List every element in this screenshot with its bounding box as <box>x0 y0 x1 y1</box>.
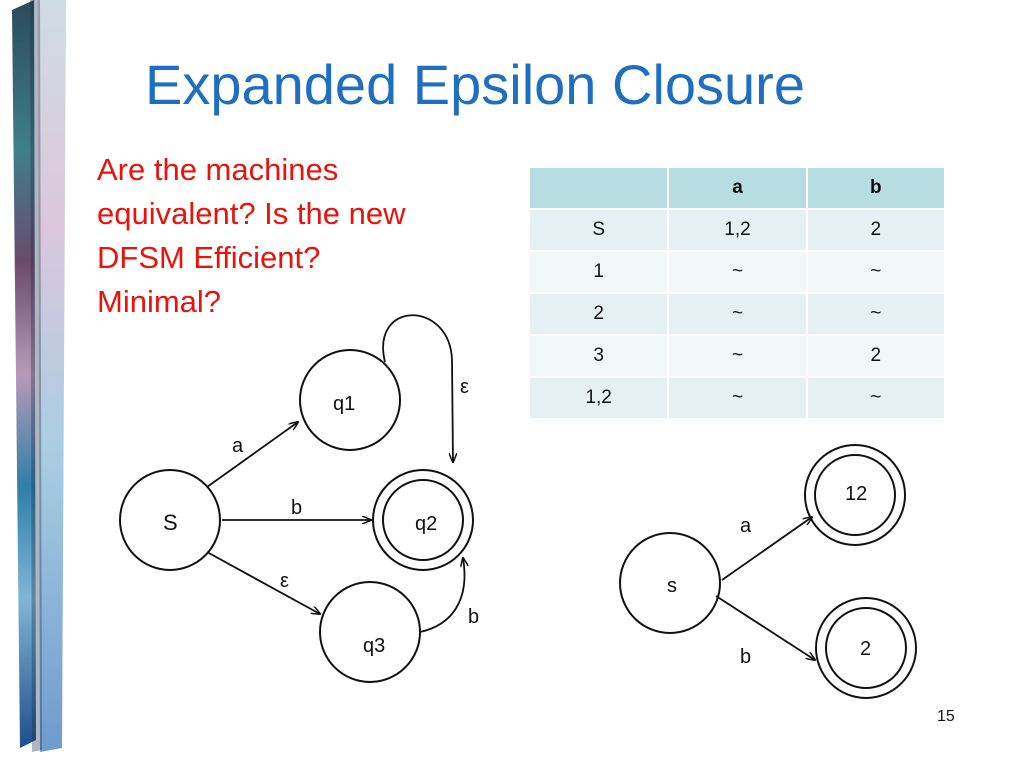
question-line: Minimal? <box>97 284 222 319</box>
edge-q3-q2 <box>419 558 465 633</box>
table-cell: ~ <box>668 293 808 336</box>
table-row: S 1,2 2 <box>530 209 947 252</box>
table-header <box>530 168 670 210</box>
nfa-state-q1: q1 <box>299 349 401 451</box>
table-row: 1,2 ~ ~ <box>530 377 947 420</box>
edge-label: b <box>468 606 479 628</box>
nfa-state-s: S <box>119 469 221 571</box>
edge-label: ε <box>460 376 469 398</box>
edge-label: a <box>232 435 244 457</box>
nfa-state-q2-accepting: q2 <box>372 469 474 571</box>
edge-label: b <box>291 497 302 519</box>
table-cell: 3 <box>530 335 670 378</box>
edge-s-q1 <box>206 422 298 488</box>
edge-q1-q2 <box>382 314 453 462</box>
table-cell: 1 <box>530 251 670 294</box>
table-cell: 1,2 <box>530 377 670 420</box>
question-line: DFSM Efficient? <box>97 240 321 275</box>
edge-dfa-s-2 <box>715 595 815 660</box>
table-cell: 2 <box>530 293 670 336</box>
table-cell: ~ <box>668 335 808 378</box>
table-cell: ~ <box>668 377 808 420</box>
decorative-side-strip <box>12 0 66 752</box>
table-cell: ~ <box>806 377 947 420</box>
state-label: 12 <box>845 483 867 505</box>
table-header: b <box>806 168 947 210</box>
table-cell: 2 <box>806 209 947 252</box>
table-row: 1 ~ ~ <box>530 251 947 294</box>
edge-dfa-s-12 <box>721 517 812 581</box>
state-label: q2 <box>415 513 437 535</box>
state-label: q1 <box>333 393 355 415</box>
edge-label: ε <box>280 570 289 592</box>
edge-s-q3 <box>206 551 320 614</box>
dfa-state-s: s <box>619 532 721 634</box>
table-cell: ~ <box>806 293 947 336</box>
nfa-state-q3: q3 <box>319 581 421 683</box>
table-cell: S <box>530 209 670 252</box>
table-cell: ~ <box>668 251 808 294</box>
table-header: a <box>668 168 808 210</box>
question-line: equivalent? Is the new <box>97 196 406 231</box>
dfa-state-2-accepting: 2 <box>815 597 917 699</box>
transition-table: a b S 1,2 2 1 ~ ~ 2 ~ ~ 3 ~ 2 1,2 ~ ~ <box>530 168 947 420</box>
question-line: Are the machines <box>97 152 339 187</box>
state-label: S <box>163 510 178 535</box>
edge-label: b <box>740 646 751 668</box>
slide-title: Expanded Epsilon Closure <box>145 53 805 116</box>
table-cell: ~ <box>806 251 947 294</box>
page-number: 15 <box>937 708 955 725</box>
table-row: 3 ~ 2 <box>530 335 947 378</box>
table-cell: 1,2 <box>668 209 808 252</box>
state-label: q3 <box>363 635 385 657</box>
state-label: 2 <box>860 638 871 660</box>
question-text: Are the machines equivalent? Is the new … <box>97 148 517 324</box>
table-cell: 2 <box>806 335 947 378</box>
state-label: s <box>667 575 677 597</box>
table-header-row: a b <box>530 168 947 210</box>
edge-label: a <box>740 515 752 537</box>
table-row: 2 ~ ~ <box>530 293 947 336</box>
dfa-state-12-accepting: 12 <box>804 444 906 546</box>
